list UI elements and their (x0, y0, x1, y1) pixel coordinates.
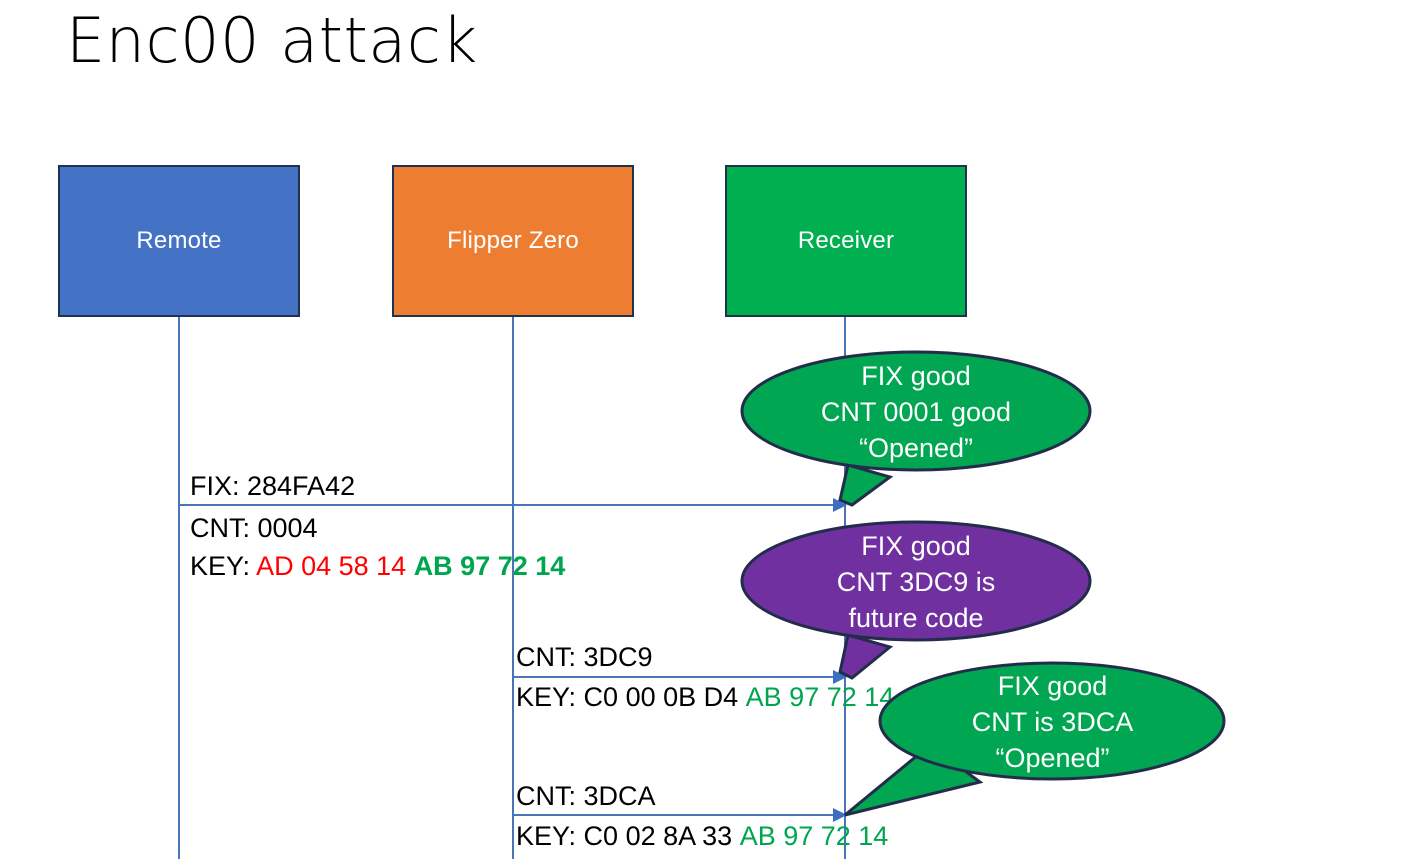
message-3-key-black: C0 02 8A 33 (583, 821, 733, 851)
lifeline-remote (178, 317, 180, 859)
message-2-cnt-label: CNT: 3DC9 (516, 642, 653, 672)
lifeline-flipper (512, 317, 514, 859)
callout-bubble-1[interactable]: FIX good CNT 0001 good “Opened” (740, 350, 1092, 510)
callout-bubble-3[interactable]: FIX good CNT is 3DCA “Opened” (840, 660, 1265, 820)
message-1-key-green: AB 97 72 14 (413, 551, 566, 581)
callout-bubble-2[interactable]: FIX good CNT 3DC9 is future code (740, 520, 1092, 680)
message-3-key-prefix: KEY: (516, 821, 584, 851)
message-3-cnt-label: CNT: 3DCA (516, 781, 656, 811)
actor-box-remote[interactable]: Remote (58, 165, 300, 317)
actor-label-remote: Remote (136, 227, 222, 254)
message-2-key-label: KEY: C0 00 0B D4 AB 97 72 14 (516, 679, 894, 716)
message-2-key-green: AB 97 72 14 (745, 682, 895, 712)
callout-3-ellipse (878, 661, 1226, 781)
callout-2-ellipse (740, 520, 1092, 642)
key-space (406, 551, 414, 581)
actor-label-flipper: Flipper Zero (447, 227, 579, 254)
message-2-key-black: C0 00 0B D4 (583, 682, 739, 712)
actor-box-receiver[interactable]: Receiver (725, 165, 967, 317)
message-1-key-label: KEY: AD 04 58 14 AB 97 72 14 (190, 548, 565, 585)
callout-1-tail (838, 463, 894, 507)
message-arrow-3 (513, 808, 847, 822)
message-1-key-red: AD 04 58 14 (256, 551, 407, 581)
message-1-fix-label: FIX: 284FA42 (190, 471, 356, 501)
message-3-key-label: KEY: C0 02 8A 33 AB 97 72 14 (516, 818, 888, 855)
key-space (732, 821, 740, 851)
message-3-key-green: AB 97 72 14 (739, 821, 889, 851)
message-1-key-prefix: KEY: (190, 551, 257, 581)
actor-box-flipper[interactable]: Flipper Zero (392, 165, 634, 317)
callout-1-ellipse (740, 350, 1092, 472)
page-title: Enc00 attack (66, 4, 478, 77)
callout-2-tail (838, 633, 894, 680)
message-1-cnt-label: CNT: 0004 (190, 513, 318, 543)
message-2-key-prefix: KEY: (516, 682, 584, 712)
actor-label-receiver: Receiver (797, 227, 895, 254)
